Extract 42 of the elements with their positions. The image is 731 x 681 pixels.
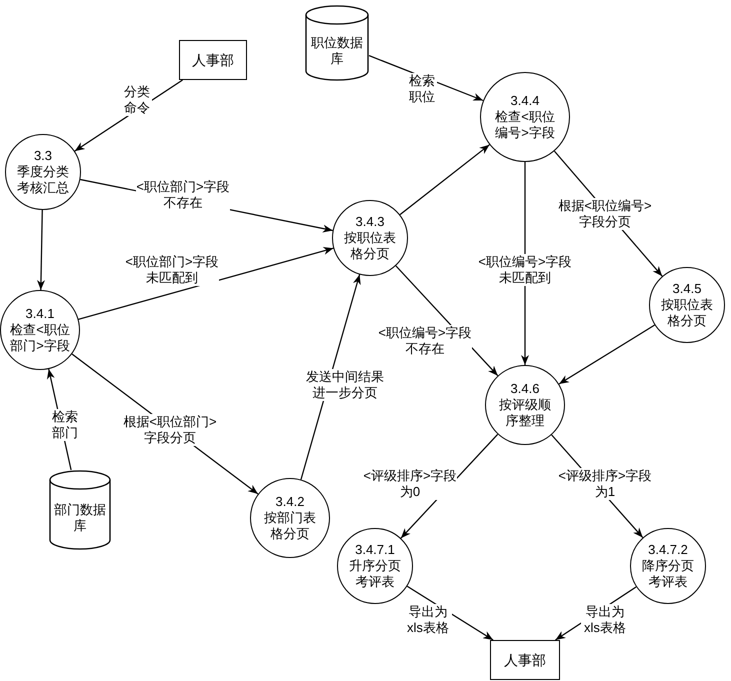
- arrow: [37, 210, 45, 290]
- arrow: [558, 324, 656, 385]
- entity-box: [179, 40, 247, 80]
- process-number: 3.4.2: [274, 494, 306, 510]
- process-label: 降序分页考评表: [641, 558, 695, 590]
- process-label: 按评级顺序整理: [498, 397, 552, 429]
- edge-label: <职位编号>字段不存在: [378, 325, 472, 357]
- database-label: 职位数据库: [310, 35, 364, 67]
- database-label: 部门数据库: [53, 502, 107, 534]
- process-number: 3.3: [32, 148, 54, 164]
- entity-label: 人事部: [503, 652, 547, 668]
- edge-label: <评级排序>字段为0: [363, 468, 457, 500]
- process-label: 按职位表格分页: [660, 297, 714, 329]
- process-number: 3.4.7.2: [647, 542, 689, 558]
- process-label: 按部门表格分页: [263, 510, 317, 542]
- edge-label: 检索部门: [50, 409, 80, 441]
- process-number: 3.4.1: [24, 306, 56, 322]
- entity-box: [490, 640, 560, 680]
- process-number: 3.4.7.1: [354, 542, 396, 558]
- edge-label: 根据<职位部门>字段分页: [123, 414, 217, 446]
- entity-label: 人事部: [191, 52, 235, 68]
- process-label: 检查<职位编号>字段: [494, 109, 556, 141]
- process-label: 按职位表格分页: [343, 230, 397, 262]
- process-circle: [485, 365, 565, 445]
- process-number: 3.4.5: [672, 281, 702, 297]
- edge-label: 导出为xls表格: [404, 604, 452, 636]
- edge-label: 分类命令: [122, 84, 152, 116]
- process-number: 3.4.6: [510, 381, 540, 397]
- edge-label: <职位部门>字段未匹配到: [125, 254, 219, 286]
- process-label: 季度分类考核汇总: [16, 164, 70, 196]
- arrow: [78, 247, 334, 320]
- process-number: 3.4.3: [354, 214, 386, 230]
- edge-label: 检索职位: [407, 73, 437, 105]
- edge-label: 根据<职位编号>字段分页: [558, 198, 652, 230]
- process-label: 升序分页考评表: [348, 558, 402, 590]
- edge-label: <职位部门>字段不存在: [136, 179, 230, 211]
- process-label: 检查<职位部门>字段: [9, 322, 71, 354]
- arrow: [400, 144, 490, 216]
- edge-label: 发送中间结果进一步分页: [305, 369, 385, 401]
- process-number: 3.4.4: [510, 93, 540, 109]
- edge-label: <评级排序>字段为1: [558, 468, 652, 500]
- edge-label: <职位编号>字段未匹配到: [478, 254, 572, 286]
